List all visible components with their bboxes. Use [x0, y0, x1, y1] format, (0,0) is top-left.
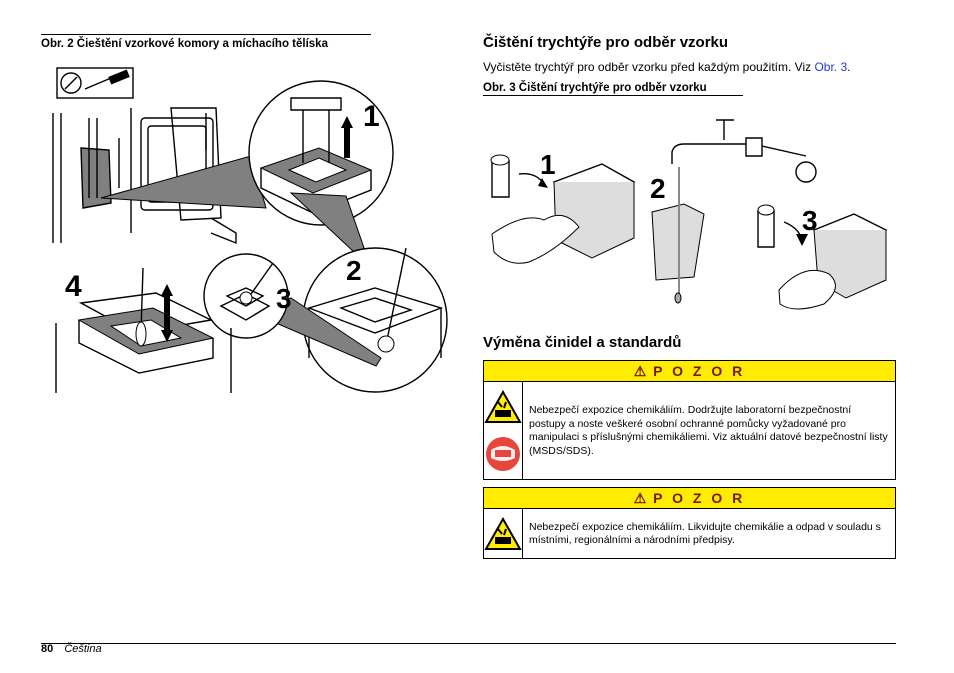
figure-2-illustration: 1 2 3 4	[52, 67, 448, 393]
corrosive-hazard-icon	[484, 517, 522, 550]
paper-towel-dry	[757, 204, 888, 310]
section-title-reagents: Výměna činidel a standardů	[483, 334, 682, 351]
faucet-rinse	[651, 119, 817, 304]
caution-header: ⚠ P O Z O R	[484, 488, 895, 509]
stir-bar-swab	[219, 262, 274, 321]
caution-box: ⚠ P O Z O R Nebezpečí expozice chemikáli…	[483, 360, 896, 480]
figure-3-illustration: 1 2 3	[490, 119, 888, 310]
caution-box: ⚠ P O Z O R Nebezpečí expozice chemikáli…	[483, 487, 896, 559]
figure-2-caption: Obr. 2 Čieštění vzorkové komory a míchac…	[41, 34, 371, 50]
paper-towel-roll-wipe	[490, 154, 636, 264]
corrosive-hazard-icon	[484, 390, 522, 423]
sample-chamber-top	[55, 267, 232, 393]
funnel-cleaning-paragraph: Vyčistěte trychtýř pro odběr vzorku před…	[483, 60, 851, 74]
section-title-funnel-cleaning: Čištění trychtýře pro odběr vzorku	[483, 34, 729, 51]
step-number: 1	[540, 149, 556, 180]
footer-language: Čeština	[64, 643, 102, 655]
figure-3-link[interactable]: Obr. 3	[814, 60, 848, 74]
step-number: 4	[65, 270, 82, 303]
analyzer-body	[52, 107, 237, 245]
step-number: 2	[650, 173, 666, 204]
caution-text: Nebezpečí expozice chemikáliím. Dodržujt…	[529, 404, 888, 457]
step-number: 3	[276, 283, 292, 314]
step-number: 2	[346, 255, 362, 286]
page-footer: 80 Čeština	[41, 643, 102, 655]
caution-text: Nebezpečí expozice chemikáliím. Likviduj…	[529, 520, 881, 547]
warning-triangle-icon: ⚠	[633, 363, 647, 379]
warning-triangle-icon: ⚠	[633, 490, 647, 506]
step-number: 3	[802, 205, 818, 236]
page-number: 80	[41, 643, 54, 655]
step-number: 1	[363, 100, 380, 133]
figure-3-caption: Obr. 3 Čištění trychtýře pro odběr vzork…	[483, 82, 743, 96]
footer-divider	[41, 643, 896, 644]
caution-header: ⚠ P O Z O R	[484, 361, 895, 382]
screwdriver-icon	[56, 67, 134, 99]
protective-gear-icon	[486, 437, 520, 471]
